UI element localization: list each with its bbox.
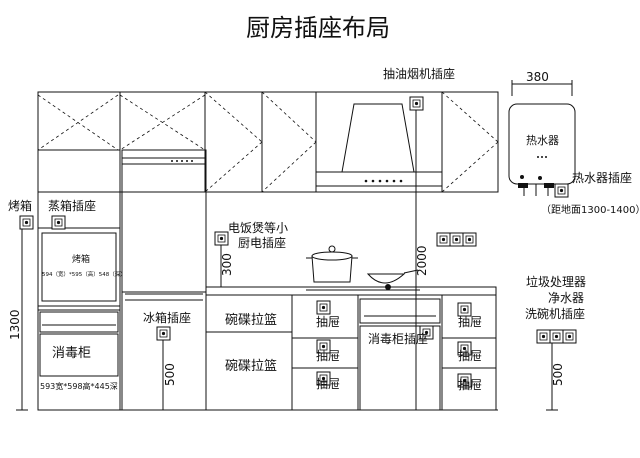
upper-cabinets [37,91,499,193]
drawer-right-1: 抽屉 [458,315,482,329]
steamer-socket-icon [51,215,66,230]
right-label-2: 净水器 [548,291,584,305]
dim-500-left: 500 [163,363,177,386]
drawer-left-3: 抽屉 [316,377,340,391]
basket-label-2: 碗碟拉篮 [225,358,277,374]
heater-valve-right [544,183,554,188]
heater-valve-left [518,183,528,188]
diagram-title: 厨房插座布局 [246,14,390,42]
oven-dims: 594（宽）*595（高）548（深） [42,270,126,278]
triple-socket-icon [436,232,477,247]
wok-icon [366,269,419,290]
right-triple-socket-icon [536,329,577,344]
cabinet-label: 消毒柜 [52,346,91,361]
fridge-dots [171,160,193,162]
dim-500-right: 500 [551,363,565,386]
heater-label: 热水器 [526,134,559,147]
heater-socket-icon [554,183,569,198]
steamer-socket-label: 蒸箱插座 [48,198,96,213]
right-label-3: 洗碗机插座 [525,306,585,321]
oven-socket-icon [19,215,34,230]
right-label-1: 垃圾处理器 [526,274,586,289]
small-appliance-socket-icon [214,231,229,246]
small-appliance-label-1: 电饭煲等小 [228,220,288,235]
heater-dots [520,156,547,180]
dim-1300: 1300 [8,309,22,340]
dim-1300-line [16,229,28,411]
fridge-socket-icon [156,326,171,341]
disinfect-socket-label: 消毒柜插座 [368,331,428,346]
heater-height-note: （距地面1300-1400） [541,203,640,216]
left-drawer-handles [316,300,331,386]
oven-side-label: 烤箱 [8,198,32,213]
hood-socket-icon [409,96,424,111]
base-cabinets [205,286,497,411]
drawer-left-2: 抽屉 [316,349,340,363]
oven-label: 烤箱 [72,253,90,265]
hood-socket-label: 抽油烟机插座 [383,66,455,81]
pot-icon [306,245,358,283]
fridge-socket-label: 冰箱插座 [143,310,191,325]
cabinet-dims: 593宽*598高*445深 [40,381,118,391]
heater-width: 380 [526,70,549,84]
drawer-left-1: 抽屉 [316,315,340,329]
hood-control-dots [364,179,403,183]
small-appliance-label-2: 厨电插座 [238,235,286,250]
drawer-right-3: 抽屉 [458,378,482,392]
dim-500-right-line [546,343,558,411]
dim-2000: 2000 [415,245,429,276]
oven-column [37,149,121,411]
heater-socket-label: 热水器插座 [572,170,632,185]
dim-300: 300 [220,253,234,276]
drawer-right-2: 抽屉 [458,349,482,363]
basket-label-1: 碗碟拉篮 [225,312,277,328]
